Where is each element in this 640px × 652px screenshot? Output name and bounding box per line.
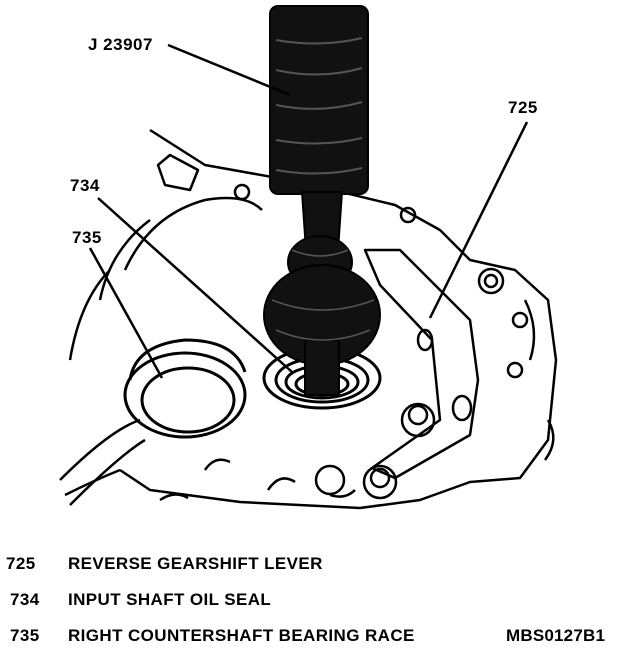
figure-code: MBS0127B1 bbox=[506, 626, 606, 645]
legend-number: 735 bbox=[10, 626, 40, 645]
legend-description: REVERSE GEARSHIFT LEVER bbox=[68, 554, 323, 573]
legend-number: 725 bbox=[6, 554, 36, 573]
seal-installer-tool bbox=[263, 5, 381, 396]
reverse-gearshift-lever bbox=[362, 248, 529, 500]
callout-tool-number: J 23907 bbox=[88, 35, 153, 54]
callout-725: 725 bbox=[508, 98, 538, 117]
tool-leader bbox=[167, 43, 291, 97]
leader-lines bbox=[88, 43, 529, 379]
seal-leader bbox=[97, 197, 293, 373]
bearing-race-bore bbox=[123, 338, 247, 439]
callout-734: 734 bbox=[70, 176, 100, 195]
legend-description: RIGHT COUNTERSHAFT BEARING RACE bbox=[68, 626, 415, 645]
legend-description: INPUT SHAFT OIL SEAL bbox=[68, 590, 272, 609]
lever-leader bbox=[428, 121, 529, 319]
callout-735: 735 bbox=[72, 228, 102, 247]
legend-number: 734 bbox=[10, 590, 40, 609]
transmission-case bbox=[59, 128, 558, 510]
technical-illustration bbox=[59, 5, 558, 510]
case-holes bbox=[159, 183, 417, 502]
race-leader bbox=[88, 247, 164, 379]
